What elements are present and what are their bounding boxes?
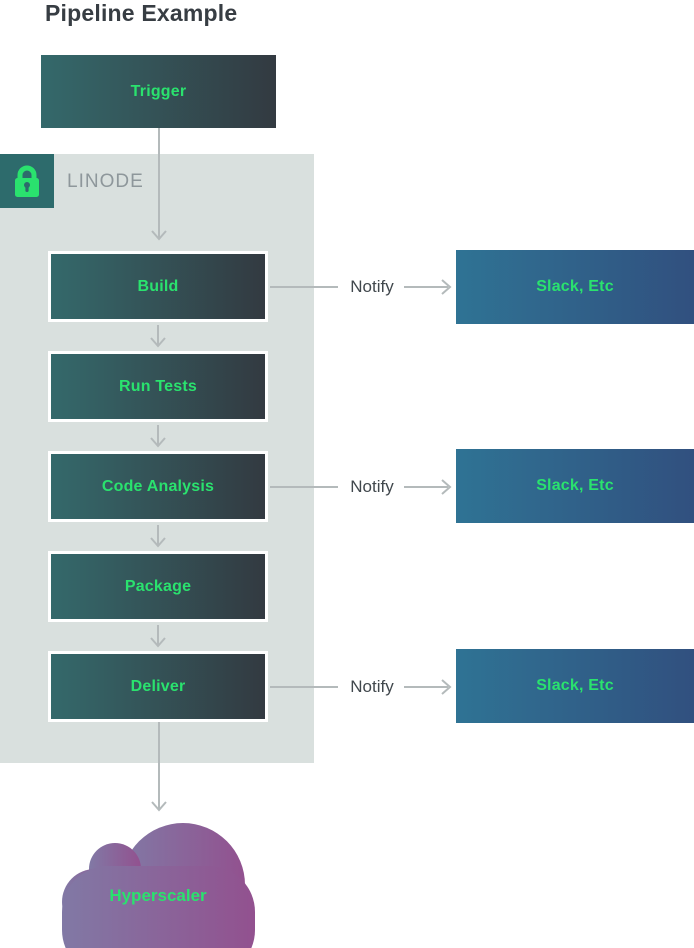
node-run-tests-label: Run Tests <box>119 377 197 395</box>
arrow-notify-to-slack-3 <box>404 679 452 695</box>
cloud-shape <box>62 823 255 948</box>
node-code-analysis-label: Code Analysis <box>101 477 215 495</box>
node-package: Package <box>48 551 268 622</box>
node-deliver: Deliver <box>48 651 268 722</box>
lock-tile <box>0 154 54 208</box>
node-trigger: Trigger <box>41 55 276 128</box>
arrow-notify-to-slack-2 <box>404 479 452 495</box>
node-trigger-label: Trigger <box>130 82 187 100</box>
node-slack-2-label: Slack, Etc <box>536 477 614 494</box>
notify-label-build: Notify <box>350 277 394 296</box>
page-title: Pipeline Example <box>45 0 238 26</box>
linode-group-label: LINODE <box>67 171 144 192</box>
node-slack-2: Slack, Etc <box>456 449 694 523</box>
notify-label-code-analysis: Notify <box>350 477 394 496</box>
node-package-label: Package <box>124 577 192 595</box>
cloud-label: Hyperscaler <box>109 886 207 905</box>
node-build: Build <box>48 251 268 322</box>
node-code-analysis: Code Analysis <box>48 451 268 522</box>
node-slack-3-label: Slack, Etc <box>536 677 614 694</box>
node-slack-3: Slack, Etc <box>456 649 694 723</box>
notify-label-deliver: Notify <box>350 677 394 696</box>
node-slack-1: Slack, Etc <box>456 250 694 324</box>
node-run-tests: Run Tests <box>48 351 268 422</box>
node-slack-1-label: Slack, Etc <box>536 278 614 295</box>
lock-icon <box>15 165 39 197</box>
arrow-notify-to-slack-1 <box>404 279 452 295</box>
node-build-label: Build <box>137 277 179 295</box>
node-deliver-label: Deliver <box>130 677 186 695</box>
